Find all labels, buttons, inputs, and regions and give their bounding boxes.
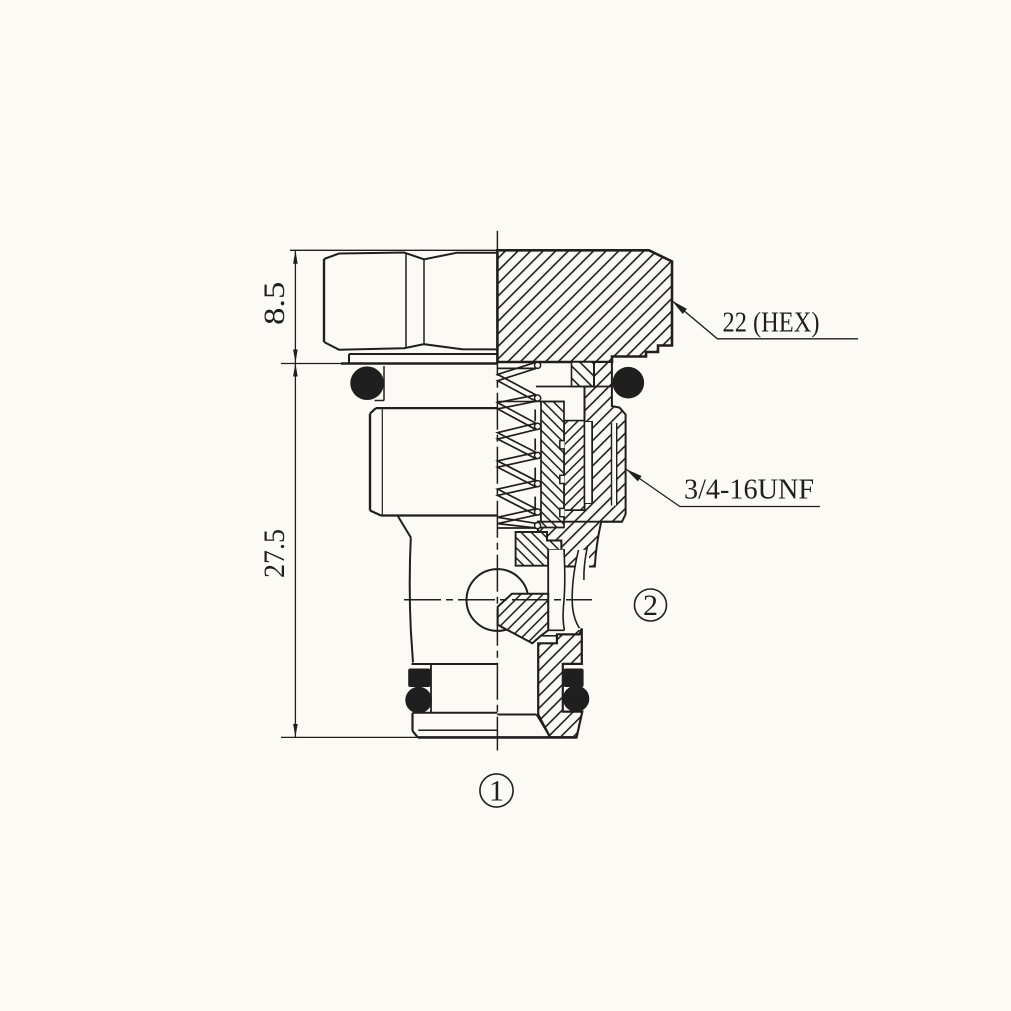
- svg-text:1: 1: [489, 775, 504, 808]
- svg-text:8.5: 8.5: [258, 282, 291, 326]
- svg-text:3/4-16UNF: 3/4-16UNF: [684, 474, 814, 506]
- svg-text:22 (HEX): 22 (HEX): [723, 307, 820, 339]
- svg-text:2: 2: [643, 589, 658, 622]
- svg-text:27.5: 27.5: [258, 529, 291, 578]
